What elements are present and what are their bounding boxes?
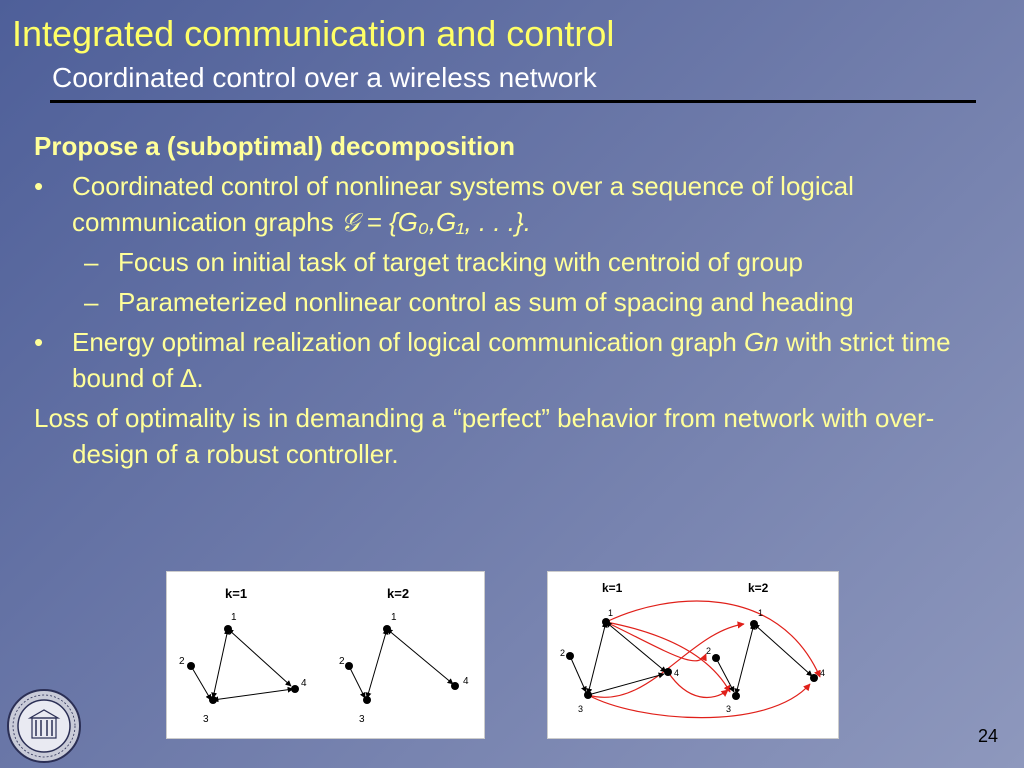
node-label: 2 bbox=[179, 656, 185, 667]
inter-graph-edge bbox=[605, 621, 731, 693]
node-label: 4 bbox=[301, 678, 307, 689]
inter-graph-edge bbox=[667, 671, 729, 698]
bullet-mark: • bbox=[34, 327, 44, 357]
graph-edge bbox=[569, 655, 587, 693]
node-label: 3 bbox=[203, 714, 209, 725]
graph-node bbox=[451, 682, 459, 690]
inter-graph-edge bbox=[587, 621, 745, 698]
graph-edge bbox=[227, 628, 292, 687]
node-label: 2 bbox=[339, 656, 345, 667]
graph-node bbox=[750, 620, 758, 628]
node-label: 4 bbox=[820, 668, 825, 678]
graph-figure-left: k=1 k=2 1 2 3 4 1 2 3 4 bbox=[166, 571, 485, 739]
node-label: 4 bbox=[674, 668, 679, 678]
graph-edge bbox=[605, 621, 667, 673]
sub-bullet-item: – Focus on initial task of target tracki… bbox=[34, 244, 994, 280]
node-label: 1 bbox=[231, 612, 237, 623]
inter-graph-edge bbox=[605, 600, 821, 678]
graph-node bbox=[345, 662, 353, 670]
graph-node bbox=[810, 674, 818, 682]
sub-bullet-text: Parameterized nonlinear control as sum o… bbox=[118, 287, 854, 317]
slide-title: Integrated communication and control bbox=[12, 13, 615, 54]
slide-body: Propose a (suboptimal) decomposition • C… bbox=[34, 128, 994, 476]
delta-symbol: ∆. bbox=[180, 363, 204, 393]
k1-label: k=1 bbox=[602, 581, 623, 595]
bullet-text-cont: with strict time bound of bbox=[72, 327, 951, 393]
university-seal-logo bbox=[7, 689, 81, 763]
node-label: 2 bbox=[706, 646, 711, 656]
node-label: 2 bbox=[560, 648, 565, 658]
graph-node bbox=[209, 696, 217, 704]
graph-sequence-math: 𝒢 = {G₀,G₁, . . .}. bbox=[340, 207, 531, 237]
node-label: 3 bbox=[726, 704, 731, 714]
graph-edge bbox=[715, 657, 735, 693]
graph-node bbox=[363, 696, 371, 704]
graph-node bbox=[584, 691, 592, 699]
graph-edge bbox=[587, 672, 665, 696]
bullet-text: Energy optimal realization of logical co… bbox=[72, 327, 745, 357]
graph-node bbox=[187, 662, 195, 670]
k2-label: k=2 bbox=[748, 581, 769, 595]
graph-node bbox=[383, 625, 391, 633]
node-label: 3 bbox=[359, 714, 365, 725]
bullet-item: • Energy optimal realization of logical … bbox=[34, 324, 994, 396]
graph-edge bbox=[753, 623, 813, 677]
graph-node bbox=[732, 692, 740, 700]
conclusion-paragraph: Loss of optimality is in demanding a “pe… bbox=[34, 403, 935, 469]
graph-node bbox=[224, 625, 232, 633]
graph-gn-math: Gn bbox=[744, 327, 779, 357]
sub-bullet-text: Focus on initial task of target tracking… bbox=[118, 247, 804, 277]
sub-bullet-item: – Parameterized nonlinear control as sum… bbox=[34, 284, 994, 320]
graph-node bbox=[712, 654, 720, 662]
node-label: 1 bbox=[391, 612, 397, 623]
graph-edge bbox=[212, 686, 294, 703]
page-number: 24 bbox=[977, 726, 998, 746]
graph-node bbox=[291, 685, 299, 693]
inter-graph-edge bbox=[587, 683, 811, 719]
dash-mark: – bbox=[84, 247, 99, 277]
node-label: 4 bbox=[463, 676, 469, 687]
graph-node bbox=[664, 668, 672, 676]
node-label: 1 bbox=[758, 608, 763, 618]
node-label: 1 bbox=[608, 608, 613, 618]
graph-edge bbox=[348, 665, 366, 699]
node-label: 3 bbox=[578, 704, 583, 714]
dash-mark: – bbox=[84, 287, 99, 317]
graph-edge bbox=[365, 628, 389, 699]
inter-graph-edge bbox=[605, 621, 707, 662]
graph-edge bbox=[734, 623, 756, 695]
graph-edge bbox=[190, 665, 212, 701]
graph-edge bbox=[586, 621, 608, 695]
title-rule bbox=[50, 100, 976, 103]
k2-label: k=2 bbox=[387, 586, 409, 601]
graph-figure-right: k=1 k=2 1 2 3 4 1 2 3 4 bbox=[547, 571, 839, 739]
k1-label: k=1 bbox=[225, 586, 247, 601]
bullet-text: Coordinated control of nonlinear systems… bbox=[72, 171, 854, 237]
graph-edge bbox=[386, 628, 454, 685]
graph-node bbox=[602, 618, 610, 626]
section-heading: Propose a (suboptimal) decomposition bbox=[34, 131, 516, 161]
slide-subtitle: Coordinated control over a wireless netw… bbox=[52, 62, 597, 93]
bullet-item: • Coordinated control of nonlinear syste… bbox=[34, 168, 994, 240]
graph-node bbox=[566, 652, 574, 660]
bullet-mark: • bbox=[34, 171, 44, 201]
graph-edge bbox=[211, 628, 230, 699]
